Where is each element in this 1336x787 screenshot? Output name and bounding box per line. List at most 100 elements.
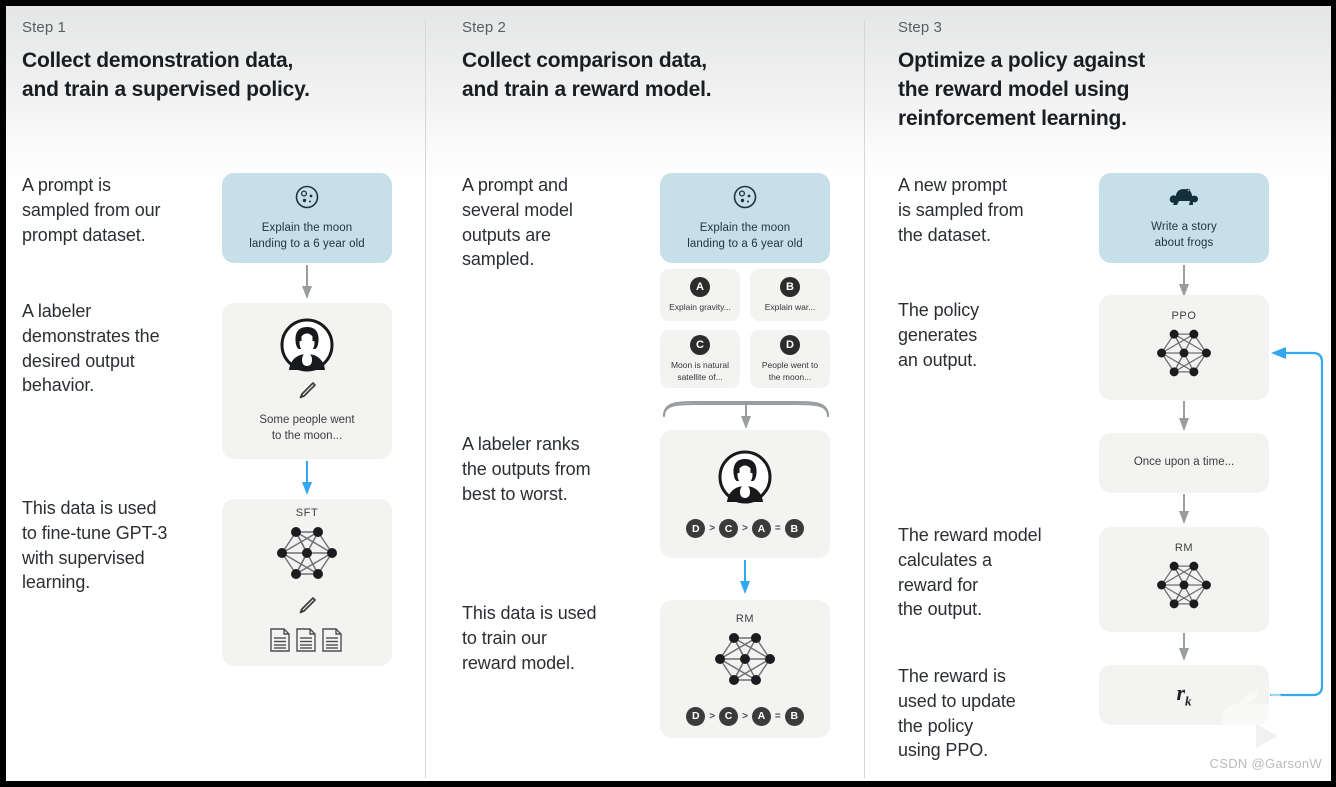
output-badge-d: D xyxy=(780,335,800,356)
step-1-labeler-card[interactable]: Some people went to the moon... xyxy=(222,303,392,459)
step-3-title-line-2: the reward model using xyxy=(898,77,1130,101)
rank-op-rm-2: > xyxy=(742,710,748,722)
step-3-column: Step 3 Optimize a policy against the rew… xyxy=(865,0,1336,787)
watermark-text: CSDN @GarsonW xyxy=(1209,756,1322,771)
step-2-label: Step 2 xyxy=(462,19,506,36)
step-2-ranking-card[interactable]: D > C > A = B xyxy=(660,430,830,558)
rank-badge-rm-4: B xyxy=(784,706,804,726)
output-text-d: People went to the moon... xyxy=(761,360,819,382)
output-card-d[interactable]: D People went to the moon... xyxy=(750,330,830,388)
neural-network-icon xyxy=(1149,325,1219,386)
rank-op-3: = xyxy=(774,523,781,534)
step-3-title: Optimize a policy against the reward mod… xyxy=(898,47,1318,134)
output-badge-b: B xyxy=(780,276,800,297)
step-3-paragraph-1: A new prompt is sampled from the dataset… xyxy=(898,175,1024,245)
arrow-down-4 xyxy=(1179,494,1189,524)
step-3-title-line-3: reinforcement learning. xyxy=(898,106,1127,130)
arrow-down-blue-2 xyxy=(740,560,750,594)
output-card-a[interactable]: A Explain gravity... xyxy=(660,269,740,321)
step-2-paragraph-3: This data is used to train our reward mo… xyxy=(462,603,597,673)
step-1-title-line-2: and train a supervised policy. xyxy=(22,77,310,101)
reward-value-label: rk xyxy=(1176,680,1192,709)
step-3-output-text: Once upon a time... xyxy=(1133,456,1235,469)
output-text-a: Explain gravity... xyxy=(669,301,731,312)
step-1-sft-card[interactable]: SFT xyxy=(222,499,392,666)
labeler-avatar-icon xyxy=(280,318,334,377)
arrow-down-1 xyxy=(302,265,312,299)
step-1-label: Step 1 xyxy=(22,19,66,36)
letterbox-bottom xyxy=(0,781,1336,787)
step-1-column: Step 1 Collect demonstration data, and t… xyxy=(0,0,425,787)
neural-network-icon xyxy=(706,628,784,695)
arrow-down-3 xyxy=(1179,401,1189,431)
step-1-prompt-text: Explain the moon landing to a 6 year old xyxy=(249,222,365,250)
step-2-paragraph-1: A prompt and several model outputs are s… xyxy=(462,175,573,270)
output-card-b[interactable]: B Explain war... xyxy=(750,269,830,321)
rank-op-1: > xyxy=(709,523,716,534)
rank-badge-rm-2: C xyxy=(719,706,739,726)
output-text-b: Explain war... xyxy=(764,301,816,312)
arrow-down-blue-1 xyxy=(302,461,312,495)
step-3-output-card[interactable]: Once upon a time... xyxy=(1099,433,1269,493)
arrow-down-5 xyxy=(1179,633,1189,661)
output-badge-a: A xyxy=(690,276,710,297)
moon-icon xyxy=(294,184,320,215)
letterbox-left xyxy=(0,0,6,787)
step-3-paragraph-4: The reward is used to update the policy … xyxy=(898,666,1016,761)
letterbox-right xyxy=(1331,0,1336,787)
pencil-icon xyxy=(296,595,318,622)
step-3-paragraph-3: The reward model calculates a reward for… xyxy=(898,525,1042,620)
rank-badge-3: A xyxy=(751,519,771,538)
pencil-icon xyxy=(296,380,318,407)
ppo-label: PPO xyxy=(1171,309,1197,322)
step-3-reward-model-card[interactable]: RM xyxy=(1099,527,1269,632)
ranking-row-rm: D > C > A = B xyxy=(686,706,804,726)
step-2-prompt-text: Explain the moon landing to a 6 year old xyxy=(687,222,803,250)
merge-bracket-arrow xyxy=(663,401,829,429)
rank-badge-2: C xyxy=(719,519,739,538)
step-1-labeler-output-text: Some people went to the moon... xyxy=(259,414,355,442)
step-1-title-line-1: Collect demonstration data, xyxy=(22,49,294,72)
rank-op-2: > xyxy=(742,523,748,534)
rank-badge-1: D xyxy=(686,519,706,538)
neural-network-icon xyxy=(1149,557,1219,618)
column-divider-1 xyxy=(425,20,426,778)
ranking-row: D > C > A = B xyxy=(686,519,804,538)
step-2-title-line-1: Collect comparison data, xyxy=(462,49,707,72)
sft-label: SFT xyxy=(295,506,319,519)
step-1-title: Collect demonstration data, and train a … xyxy=(22,47,412,105)
step-1-paragraph-3: This data is used to fine-tune GPT-3 wit… xyxy=(22,498,168,593)
rank-op-rm-3: = xyxy=(774,710,781,722)
bilibili-tv-logo xyxy=(1210,690,1318,769)
step-1-prompt-card[interactable]: Explain the moon landing to a 6 year old xyxy=(222,173,392,263)
rank-badge-rm-1: D xyxy=(686,706,706,726)
step-3-new-prompt-text: Write a story about frogs xyxy=(1151,221,1217,249)
rank-op-rm-1: > xyxy=(709,710,716,722)
output-card-c[interactable]: C Moon is natural satellite of... xyxy=(660,330,740,388)
step-1-paragraph-2: A labeler demonstrates the desired outpu… xyxy=(22,301,160,396)
arrow-down-2 xyxy=(1179,265,1189,297)
step-2-title: Collect comparison data, and train a rew… xyxy=(462,47,862,105)
step-2-prompt-card[interactable]: Explain the moon landing to a 6 year old xyxy=(660,173,830,263)
step-2-reward-model-card[interactable]: RM xyxy=(660,600,830,738)
output-badge-c: C xyxy=(690,335,710,356)
frog-icon xyxy=(1167,185,1201,214)
step-3-paragraph-2: The policy generates an output. xyxy=(898,300,980,370)
step-2-paragraph-2: A labeler ranks the outputs from best to… xyxy=(462,434,591,504)
neural-network-icon xyxy=(268,522,346,589)
rank-badge-4: B xyxy=(784,519,804,538)
rank-badge-rm-3: A xyxy=(751,706,771,726)
documents-icon xyxy=(268,626,346,659)
step-2-column: Step 2 Collect comparison data, and trai… xyxy=(426,0,864,787)
column-divider-2 xyxy=(864,20,865,778)
rm-label-3: RM xyxy=(1174,541,1194,554)
step-3-label: Step 3 xyxy=(898,19,942,36)
labeler-avatar-icon xyxy=(718,450,772,509)
letterbox-top xyxy=(0,0,1336,6)
step-1-paragraph-1: A prompt is sampled from our prompt data… xyxy=(22,175,161,245)
output-text-c: Moon is natural satellite of... xyxy=(670,360,730,382)
moon-icon xyxy=(732,184,758,215)
step-3-ppo-card[interactable]: PPO xyxy=(1099,295,1269,400)
step-3-new-prompt-card[interactable]: Write a story about frogs xyxy=(1099,173,1269,263)
